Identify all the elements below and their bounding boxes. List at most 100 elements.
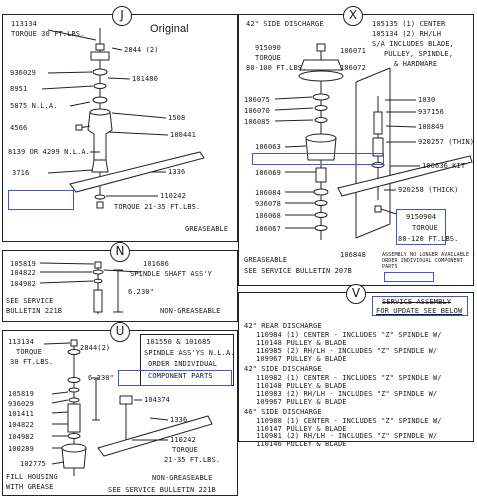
label-u-105819: 105819 (8, 390, 34, 398)
v-section-1-line-3: 110985 (2) RH/LH - INCLUDES "Z" SPINDLE … (256, 347, 438, 355)
label-u-104982: 104982 (8, 433, 34, 441)
label-u-100289: 100289 (8, 445, 34, 453)
label-106070: 106070 (244, 107, 270, 115)
label-u-936029: 936029 (8, 400, 34, 408)
label-108849: 108849 (418, 123, 444, 131)
label-920258: 920258 (THICK) (398, 186, 459, 194)
label-u-with-grease: WITH GREASE (6, 483, 54, 491)
label-106084: 106084 (255, 189, 281, 197)
v-section-2-header: 42" SIDE DISCHARGE (244, 365, 322, 373)
label-113134: 113134 (11, 20, 37, 28)
v-section-3-line-4: 110146 PULLEY & BLADE (256, 440, 347, 448)
label-106067: 106067 (255, 225, 281, 233)
panel-x-spindle-drawing (274, 43, 473, 240)
label-n-bulletin: BULLETIN 221B (6, 307, 63, 315)
label-u-2844: 2844(2) (80, 344, 111, 352)
panel-j-title: Original (150, 23, 189, 35)
label-torque-x: TORQUE (255, 54, 281, 62)
label-1336: 1336 (168, 168, 186, 176)
v-section-3-line-3: 110981 (2) RH/LH - INCLUDES "Z" SPINDLE … (256, 432, 438, 440)
label-u-104822: 104822 (8, 421, 34, 429)
label-920257: 920257 (THIN) (418, 138, 475, 146)
label-5875: 5875 N.L.A. (10, 102, 58, 110)
panel-x-letter: X (343, 6, 363, 26)
v-section-2-line-2: 110148 PULLEY & BLADE (256, 382, 347, 390)
blue-annotation-box-x2 (396, 209, 446, 245)
label-n-105819: 105819 (10, 260, 36, 268)
v-section-2-line-3: 110983 (2) RH/LH - INCLUDES "Z" SPINDLE … (256, 390, 438, 398)
label-spindle-shaft: SPINDLE SHAFT ASS'Y (130, 270, 212, 278)
panel-u-note-2: SPINDLE ASS'YS N.L.A. (144, 349, 235, 357)
label-8951: 8951 (10, 85, 28, 93)
v-section-1-line-1: 110984 (1) CENTER - INCLUDES "Z" SPINDLE… (256, 331, 442, 339)
label-106063: 106063 (255, 143, 281, 151)
label-n-dimension: 6.230" (128, 288, 154, 296)
label-u-torque-2: TORQUE (172, 446, 198, 454)
label-1508: 1508 (168, 114, 186, 122)
label-936078: 936078 (255, 200, 281, 208)
label-100441: 100441 (170, 131, 196, 139)
label-greaseable-x: GREASEABLE (244, 256, 288, 264)
label-n-non-greaseable: NON-GREASEABLE (160, 307, 221, 315)
label-915090: 915090 (255, 44, 281, 52)
label-106072: 106072 (340, 64, 366, 72)
label-101686: 101686 (143, 260, 169, 268)
panel-v-letter: V (346, 284, 366, 304)
label-torque-80-100: 80-100 FT.LBS. (246, 64, 307, 72)
label-2844: 2844 (2) (124, 46, 159, 54)
label-n-104982: 104982 (10, 280, 36, 288)
panel-j-letter: J (112, 6, 132, 26)
label-n-104822: 104822 (10, 269, 36, 277)
label-106068: 106068 (255, 212, 281, 220)
label-u-110242: 110242 (170, 436, 196, 444)
blue-annotation-box-j (8, 190, 74, 210)
label-106075: 106075 (244, 96, 270, 104)
label-torque-x2: TORQUE (412, 224, 438, 232)
v-section-3-line-1: 110980 (1) CENTER - INCLUDES "Z" SPINDLE… (256, 417, 442, 425)
label-u-113134: 113134 (8, 338, 34, 346)
label-101480: 101480 (132, 75, 158, 83)
label-9150904: 9150904 (406, 213, 437, 221)
label-8139: 8139 OR 4299 N.L.A. (8, 148, 90, 156)
panel-j-spindle-drawing (41, 28, 205, 209)
label-106069: 106069 (255, 169, 281, 177)
label-n-see-service: SEE SERVICE (6, 297, 54, 305)
label-u-fill-housing: FILL HOUSING (6, 473, 58, 481)
label-1030: 1030 (418, 96, 436, 104)
label-nla-line3: PARTS (382, 264, 398, 270)
label-u-1336: 1336 (170, 416, 188, 424)
label-u-21-35: 21-35 FT.LBS. (164, 456, 221, 464)
panel-u-note-4: COMPONENT PARTS (148, 372, 213, 380)
label-torque-21-35: TORQUE 21-35 FT.LBS. (114, 203, 201, 211)
label-936029: 936029 (10, 69, 36, 77)
blue-annotation-box-x1 (252, 153, 384, 165)
v-section-2-line-4: 109967 PULLEY & BLADE (256, 398, 347, 406)
blue-annotation-box-v (372, 296, 468, 316)
v-section-1-line-2: 110148 PULLEY & BLADE (256, 339, 347, 347)
label-4566: 4566 (10, 124, 28, 132)
label-106848: 106848 (340, 251, 366, 259)
panel-x-hardware-note: & HARDWARE (394, 60, 438, 68)
label-937156: 937156 (418, 108, 444, 116)
panel-u-note-3: ORDER INDIVIDUAL (148, 360, 218, 368)
panel-n-letter: N (110, 242, 130, 262)
label-nla-line1: ASSEMBLY NO LONGER AVAILABLE - (382, 252, 476, 258)
panel-x-center-note: 105135 (1) CENTER (372, 20, 446, 28)
label-106085: 106085 (244, 118, 270, 126)
v-section-1-header: 42" REAR DISCHARGE (244, 322, 322, 330)
panel-x-sa-note: S/A INCLUDES BLADE, (372, 40, 454, 48)
label-u-30ft: 30 FT.LBS. (10, 358, 54, 366)
label-u-bulletin: SEE SERVICE BULLETIN 221B (108, 486, 216, 494)
label-u-101411: 101411 (8, 410, 34, 418)
panel-x-pulley-note: PULLEY, SPINDLE, (384, 50, 454, 58)
service-assembly-title: SERVICE ASSEMBLY (382, 298, 452, 306)
label-u-dimension: 6.230" (88, 374, 114, 382)
v-section-3-line-2: 110147 PULLEY & BLADE (256, 425, 347, 433)
service-assembly-subtitle: FOR UPDATE SEE BELOW (376, 307, 463, 315)
label-bulletin-207b: SEE SERVICE BULLETIN 207B (244, 267, 352, 275)
blue-annotation-box-u (118, 370, 232, 386)
panel-x-header: 42" SIDE DISCHARGE (246, 20, 324, 28)
label-110242: 110242 (160, 192, 186, 200)
label-106636: 106636 KIT (422, 162, 466, 170)
